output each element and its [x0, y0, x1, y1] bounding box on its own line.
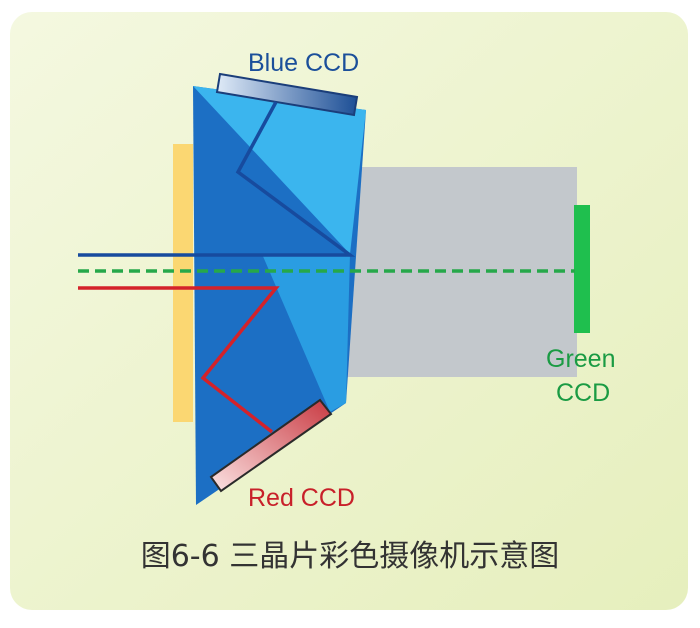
- green-ccd-sensor: [574, 205, 590, 333]
- blue-ccd-label: Blue CCD: [248, 49, 359, 77]
- prism-red-splitter: [262, 254, 350, 412]
- blue-beam: [78, 101, 356, 257]
- red-beam: [78, 286, 280, 434]
- green-ccd-label-line2: CCD: [556, 379, 610, 407]
- red-ccd-label: Red CCD: [248, 484, 355, 512]
- red-ccd-sensor: [209, 398, 333, 493]
- blue-ccd-sensor: [215, 72, 359, 117]
- green-ccd-label-line1: Green: [546, 345, 615, 373]
- figure-caption: 图6-6 三晶片彩色摄像机示意图: [141, 539, 560, 574]
- filter-strip: [173, 144, 193, 422]
- prism-blue-splitter: [193, 86, 366, 254]
